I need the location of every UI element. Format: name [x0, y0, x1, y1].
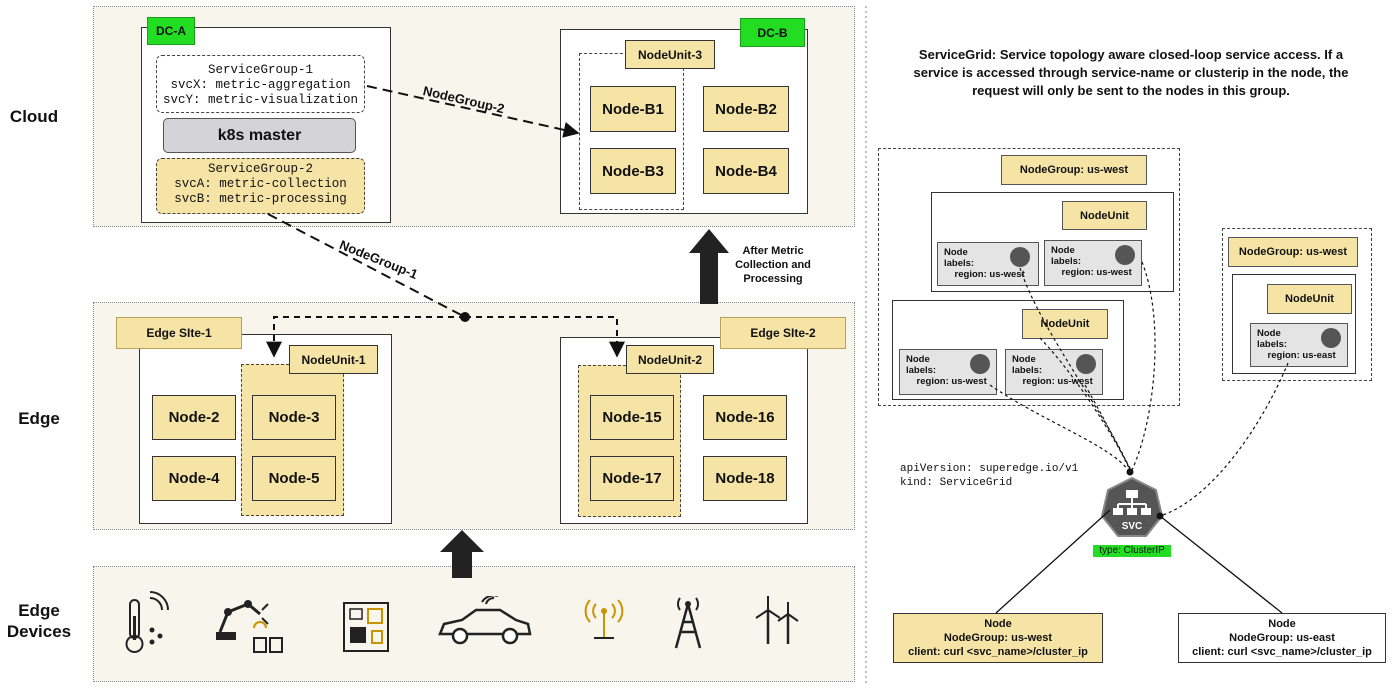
node-16: Node-16	[703, 395, 787, 440]
service-group-1: ServiceGroup-1 svcX: metric-aggregation …	[156, 55, 365, 113]
left-connectors	[266, 6, 867, 684]
svc-text: SVC	[1121, 521, 1143, 532]
node-18: Node-18	[703, 456, 787, 501]
thermometer-icon	[125, 591, 169, 653]
node-label-west-1: Node labels: region: us-west	[937, 242, 1039, 286]
tier-label-edge: Edge	[18, 409, 60, 428]
service-group-2-title: ServiceGroup-2	[207, 162, 314, 176]
nodegroup-us-west-container-2	[1222, 228, 1372, 381]
svc-type-label: type: ClusterIP	[1093, 545, 1171, 557]
nodeunit-lower-label: NodeUnit	[1022, 309, 1108, 339]
dc-a-label: DC-A	[147, 17, 195, 45]
node-3: Node-3	[252, 395, 336, 440]
dc-b-label: DC-B	[740, 18, 805, 47]
k8s-node-icon	[1076, 354, 1096, 374]
after-metric-label: After Metric Collection and Processing	[735, 245, 811, 285]
k8s-node-icon	[1010, 247, 1030, 267]
node-4: Node-4	[152, 456, 236, 501]
edge-devices-region	[93, 566, 855, 682]
service-group-2: ServiceGroup-2 svcA: metric-collection s…	[156, 158, 365, 214]
svcb-entry: svcB: metric-processing	[174, 192, 347, 206]
node-label-west-1-text: Node labels: region: us-west	[944, 247, 1025, 280]
node-label-west-2: Node labels: region: us-west	[1044, 240, 1142, 286]
wind-turbine-icon	[755, 596, 799, 644]
k8s-node-icon	[970, 354, 990, 374]
nodeunit-2-label: NodeUnit-2	[626, 345, 714, 374]
tier-label-edge-devices: Edge Devices	[6, 601, 72, 641]
k8s-node-icon	[1321, 328, 1341, 348]
servicegrid-connectors	[989, 261, 1289, 614]
nodeunit-1-label: NodeUnit-1	[289, 345, 378, 374]
svca-entry: svcA: metric-collection	[174, 177, 347, 191]
node-label-west-3: Node labels: region: us-west	[899, 349, 997, 395]
node-b1: Node-B1	[590, 86, 676, 132]
svc-icon	[1100, 476, 1164, 537]
k8s-master: k8s master	[163, 118, 356, 153]
node-b2: Node-B2	[703, 86, 789, 132]
node-label-east: Node labels: region: us-east	[1250, 323, 1348, 367]
tier-label-cloud: Cloud	[9, 107, 59, 126]
antenna-icon	[584, 599, 624, 639]
svcy-entry: svcY: metric-visualization	[162, 93, 359, 107]
node-15: Node-15	[590, 395, 674, 440]
node-label-east-text: Node labels: region: us-east	[1257, 328, 1336, 361]
edge-site-1-label: Edge SIte-1	[116, 317, 242, 349]
robot-arm-icon	[216, 600, 283, 653]
node-label-west-4-text: Node labels: region: us-west	[1012, 354, 1093, 387]
nodeunit-right-label: NodeUnit	[1267, 284, 1352, 314]
node-label-west-3-text: Node labels: region: us-west	[906, 354, 987, 387]
node-b3: Node-B3	[590, 148, 676, 194]
service-group-1-title: ServiceGroup-1	[207, 63, 314, 77]
nodeunit-3-label: NodeUnit-3	[625, 40, 715, 69]
car-icon	[438, 596, 532, 645]
nodeunit-upper-label: NodeUnit	[1062, 201, 1147, 230]
servicegrid-description: ServiceGrid: Service topology aware clos…	[913, 47, 1349, 98]
node-5: Node-5	[252, 456, 336, 501]
nodegroup-us-west-label: NodeGroup: us-west	[1001, 155, 1147, 185]
nodegroup-us-west-container	[878, 148, 1180, 406]
client-node-us-east: Node NodeGroup: us-east client: curl <sv…	[1178, 613, 1386, 663]
node-b4: Node-B4	[703, 148, 789, 194]
k8s-node-icon	[1115, 245, 1135, 265]
circuit-board-icon	[343, 602, 389, 652]
client-node-us-west: Node NodeGroup: us-west client: curl <sv…	[893, 613, 1103, 663]
node-17: Node-17	[590, 456, 674, 501]
servicegrid-yaml: apiVersion: superedge.io/v1 kind: Servic…	[900, 463, 1079, 489]
edge-site-2-label: Edge SIte-2	[720, 317, 846, 349]
svcx-entry: svcX: metric-aggregation	[170, 78, 351, 92]
cell-tower-icon	[674, 597, 702, 649]
node-label-west-2-text: Node labels: region: us-west	[1051, 245, 1132, 278]
nodegroup-us-west-label-2: NodeGroup: us-west	[1228, 237, 1358, 267]
node-2: Node-2	[152, 395, 236, 440]
